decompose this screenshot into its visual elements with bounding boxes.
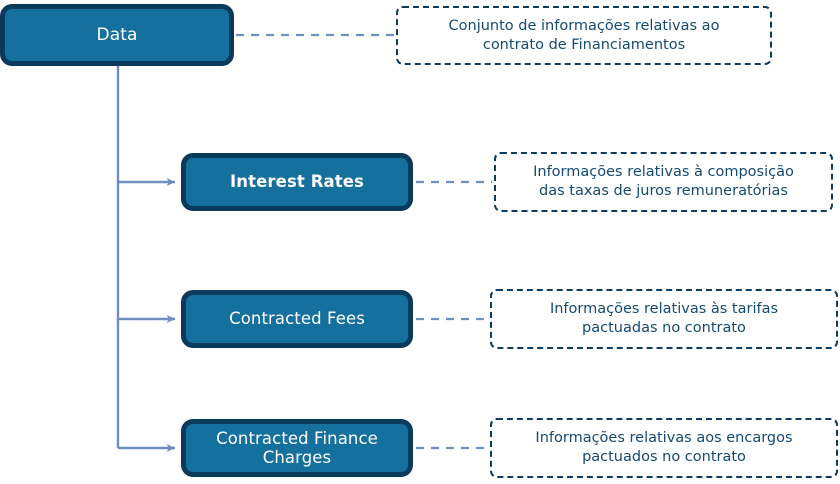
node-contracted-finance-charges-label: Contracted Finance Charges [216,428,378,467]
note-interest-rates-text: Informações relativas à composição das t… [533,164,794,199]
note-data: Conjunto de informações relativas ao con… [396,6,772,65]
node-interest-rates[interactable]: Interest Rates [181,153,413,211]
node-contracted-fees[interactable]: Contracted Fees [181,290,413,348]
node-data[interactable]: Data [0,4,234,66]
node-data-label: Data [96,24,138,45]
note-contracted-finance-charges: Informações relativas aos encargos pactu… [490,418,838,478]
note-contracted-finance-charges-text: Informações relativas aos encargos pactu… [535,430,793,465]
node-contracted-finance-charges[interactable]: Contracted Finance Charges [181,419,413,477]
note-contracted-fees-text: Informações relativas às tarifas pactuad… [549,301,779,336]
node-interest-rates-label: Interest Rates [230,172,364,192]
note-interest-rates: Informações relativas à composição das t… [494,152,833,212]
note-data-text: Conjunto de informações relativas ao con… [448,17,720,53]
node-contracted-fees-label: Contracted Fees [229,309,365,329]
note-contracted-fees: Informações relativas às tarifas pactuad… [490,289,838,349]
